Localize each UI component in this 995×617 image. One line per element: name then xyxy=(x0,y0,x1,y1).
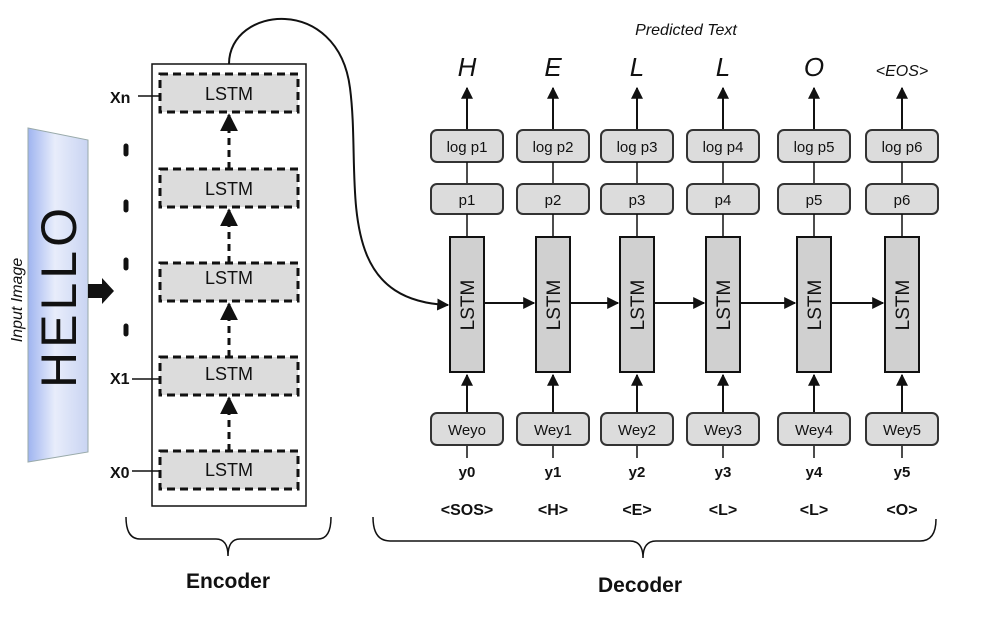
log-prob-box: log p2 xyxy=(516,129,590,163)
log-prob-box: log p6 xyxy=(865,129,939,163)
decoder-lstm-label: LSTM xyxy=(893,280,914,331)
decoder-input-token: <SOS> xyxy=(441,502,493,519)
prob-box: p3 xyxy=(600,183,674,215)
prob-label: p2 xyxy=(545,192,562,209)
decoder-input-y: y5 xyxy=(894,464,911,481)
decoder-input-token: <L> xyxy=(800,502,828,519)
context-vector-arrow xyxy=(228,17,450,311)
decoder-input-token: <H> xyxy=(538,502,568,519)
input-image xyxy=(27,127,89,463)
input-arrow xyxy=(88,278,114,304)
encoder-cell: LSTM xyxy=(158,261,300,303)
log-prob-label: log p4 xyxy=(703,139,744,156)
log-prob-box: log p5 xyxy=(777,129,851,163)
output-char: L xyxy=(630,52,644,82)
encoder-cell: LSTM xyxy=(158,449,300,491)
encoder-cell-label: LSTM xyxy=(205,84,253,104)
encoder-label: Encoder xyxy=(186,570,270,593)
decoder-input-token: <O> xyxy=(886,502,917,519)
decoder-lstm-cell: LSTM xyxy=(884,236,920,373)
predicted-text-label: Predicted Text xyxy=(635,22,737,39)
encoder-cell: LSTM xyxy=(158,355,300,397)
embedding-label: Weyo xyxy=(448,422,486,439)
decoder-lstm-cell: LSTM xyxy=(796,236,832,373)
decoder-input-y: y1 xyxy=(545,464,562,481)
prob-label: p6 xyxy=(894,192,911,209)
log-prob-label: log p2 xyxy=(533,139,574,156)
encoder-cell-label: LSTM xyxy=(205,364,253,384)
embedding-label: Wey2 xyxy=(618,422,656,439)
decoder-input-token: <L> xyxy=(709,502,737,519)
log-prob-box: log p3 xyxy=(600,129,674,163)
decoder-label: Decoder xyxy=(598,574,682,597)
prob-box: p1 xyxy=(430,183,504,215)
prob-box: p5 xyxy=(777,183,851,215)
decoder-input-y: y0 xyxy=(459,464,476,481)
log-prob-box: log p4 xyxy=(686,129,760,163)
log-prob-label: log p5 xyxy=(794,139,835,156)
prob-label: p3 xyxy=(629,192,646,209)
decoder-lstm-cell: LSTM xyxy=(535,236,571,373)
encoder-input-x0: X0 xyxy=(110,465,130,482)
encoder-input-xn: Xn xyxy=(110,90,130,107)
output-char: L xyxy=(716,52,730,82)
decoder-lstm-label: LSTM xyxy=(628,280,649,331)
decoder-brace xyxy=(372,516,937,559)
log-prob-box: log p1 xyxy=(430,129,504,163)
embedding-label: Wey4 xyxy=(795,422,833,439)
decoder-input-y: y4 xyxy=(806,464,823,481)
embedding-box: Wey2 xyxy=(600,412,674,446)
embedding-box: Weyo xyxy=(430,412,504,446)
decoder-input-y: y2 xyxy=(629,464,646,481)
prob-box: p4 xyxy=(686,183,760,215)
embedding-box: Wey3 xyxy=(686,412,760,446)
encoder-cell: LSTM xyxy=(158,167,300,209)
encoder-input-x1: X1 xyxy=(110,371,130,388)
decoder-lstm-cell: LSTM xyxy=(705,236,741,373)
output-char: E xyxy=(544,52,562,82)
output-char: O xyxy=(804,52,824,82)
decoder-lstm-cell: LSTM xyxy=(619,236,655,373)
input-image-label: Input Image xyxy=(9,258,26,343)
output-char: H xyxy=(458,52,477,82)
embedding-box: Wey4 xyxy=(777,412,851,446)
encoder-cell-label: LSTM xyxy=(205,460,253,480)
prob-box: p6 xyxy=(865,183,939,215)
decoder-lstm-label: LSTM xyxy=(714,280,735,331)
decoder-input-y: y3 xyxy=(715,464,732,481)
log-prob-label: log p1 xyxy=(447,139,488,156)
decoder-lstm-label: LSTM xyxy=(805,280,826,331)
encoder-cell-label: LSTM xyxy=(205,179,253,199)
output-char: <EOS> xyxy=(876,63,928,80)
log-prob-label: log p6 xyxy=(882,139,923,156)
embedding-label: Wey5 xyxy=(883,422,921,439)
prob-label: p1 xyxy=(459,192,476,209)
prob-label: p5 xyxy=(806,192,823,209)
log-prob-label: log p3 xyxy=(617,139,658,156)
decoder-lstm-label: LSTM xyxy=(544,280,565,331)
input-image-word: HELLO xyxy=(31,204,87,388)
decoder-lstm-label: LSTM xyxy=(458,280,479,331)
encoder-cell: LSTM xyxy=(158,72,300,114)
prob-label: p4 xyxy=(715,192,732,209)
embedding-box: Wey5 xyxy=(865,412,939,446)
decoder-lstm-cell: LSTM xyxy=(449,236,485,373)
embedding-label: Wey3 xyxy=(704,422,742,439)
embedding-box: Wey1 xyxy=(516,412,590,446)
prob-box: p2 xyxy=(516,183,590,215)
decoder-input-token: <E> xyxy=(622,502,651,519)
embedding-label: Wey1 xyxy=(534,422,572,439)
encoder-brace xyxy=(125,516,332,557)
encoder-cell-label: LSTM xyxy=(205,268,253,288)
